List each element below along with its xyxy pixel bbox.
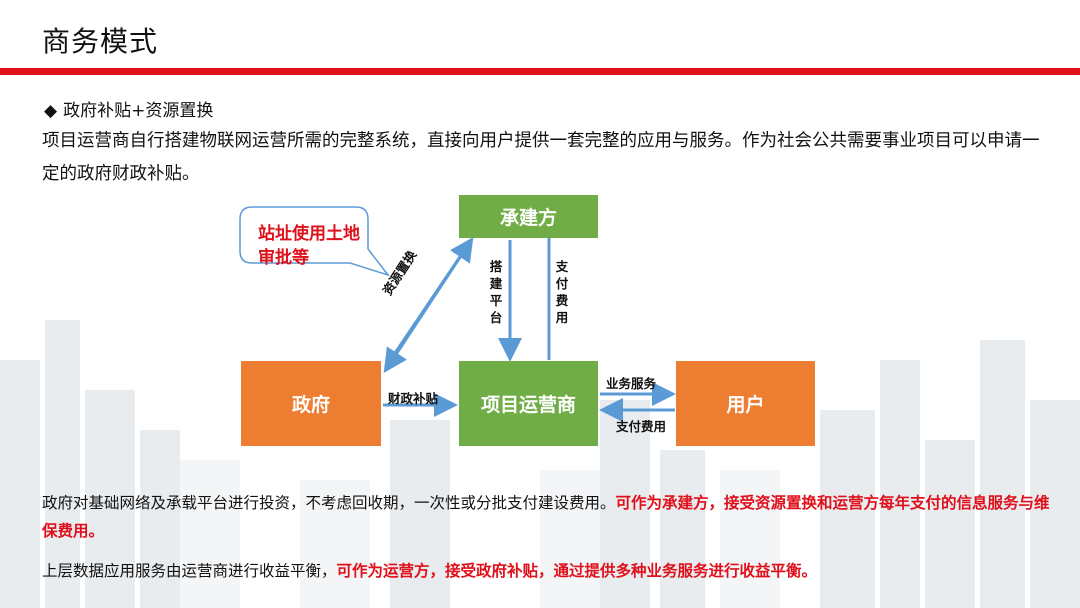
callout-bubble (239, 206, 391, 277)
city-skyline-background (0, 320, 1080, 608)
node-government: 政府 (241, 361, 381, 446)
node-contractor: 承建方 (459, 195, 598, 238)
page-title: 商务模式 (42, 25, 159, 58)
intro-paragraph: 项目运营商自行搭建物联网运营所需的完整系统，直接向用户提供一套完整的应用与服务。… (42, 131, 1040, 184)
edge-label-build-platform: 搭建平台 (489, 259, 503, 325)
paragraph-investment-highlight: 可作为承建方，接受资源置换和运营方每年支付的信息服务与维保费用。 (42, 494, 1050, 540)
edge-label-pay-fee-up: 支付费用 (555, 259, 569, 325)
section-heading-text: 政府补贴+资源置换 (63, 101, 214, 121)
edge-label-business-service: 业务服务 (606, 376, 657, 391)
paragraph-revenue-highlight: 可作为运营方，接受政府补贴，通过提供多种业务服务进行收益平衡。 (336, 562, 818, 580)
paragraph-revenue: 上层数据应用服务由运营商进行收益平衡，可作为运营方，接受政府补贴，通过提供多种业… (42, 557, 1052, 585)
callout-text: 站址使用土地审批等 (258, 224, 360, 268)
node-user: 用户 (676, 361, 815, 446)
paragraph-investment-text: 政府对基础网络及承载平台进行投资，不考虑回收期，一次性或分批支付建设费用。 (42, 494, 616, 512)
edge-label-subsidy: 财政补贴 (388, 391, 439, 406)
title-divider (0, 68, 1080, 75)
paragraph-revenue-text: 上层数据应用服务由运营商进行收益平衡， (42, 562, 337, 580)
node-operator: 项目运营商 (459, 361, 598, 446)
resource-swap-arrow-down (383, 241, 472, 374)
edge-label-pay-fee-back: 支付费用 (616, 419, 667, 434)
paragraph-investment: 政府对基础网络及承载平台进行投资，不考虑回收期，一次性或分批支付建设费用。可作为… (42, 489, 1052, 545)
diamond-bullet-icon: ◆ (44, 101, 58, 121)
section-heading: ◆政府补贴+资源置换 (44, 96, 213, 121)
